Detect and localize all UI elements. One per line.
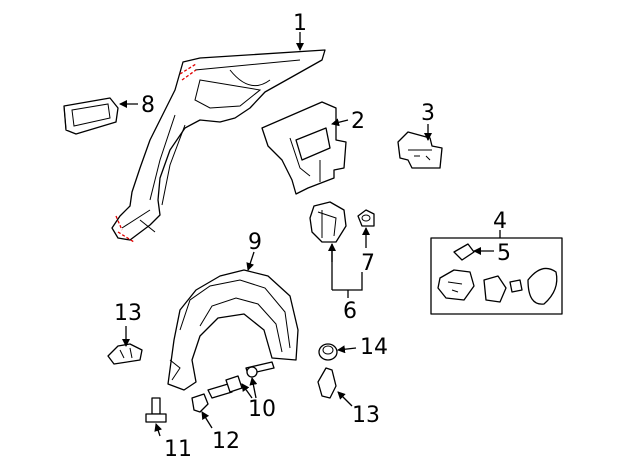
vent-panel	[63, 97, 119, 135]
fuel-door-housing	[309, 201, 347, 243]
callout-13-right: 13	[352, 403, 380, 428]
wheel-liner	[167, 269, 299, 391]
callout-14: 14	[360, 335, 388, 360]
clip-12	[191, 393, 209, 413]
callout-6: 6	[343, 299, 357, 324]
bolt-10	[207, 361, 275, 399]
grommet-part	[357, 209, 375, 227]
callout-7: 7	[361, 251, 375, 276]
callout-5: 5	[497, 241, 511, 266]
fuel-door-kit-box	[430, 237, 563, 315]
grommet-14	[318, 343, 338, 361]
callout-11: 11	[164, 437, 192, 462]
callout-4: 4	[493, 209, 507, 234]
callout-13-left: 13	[114, 301, 142, 326]
callout-12: 12	[212, 429, 240, 454]
clip-13-left	[107, 343, 143, 365]
callout-8: 8	[141, 93, 155, 118]
callout-10: 10	[248, 397, 276, 422]
mounting-bracket	[397, 131, 443, 169]
reinforcement-bracket	[261, 101, 347, 195]
callout-2: 2	[351, 109, 365, 134]
callout-9: 9	[248, 230, 262, 255]
clip-13-right	[317, 367, 337, 399]
callout-1: 1	[293, 11, 307, 36]
leader-lines	[119, 32, 501, 437]
cut-marks	[115, 63, 197, 243]
screw-11	[145, 397, 167, 423]
quarter-panel-inner	[111, 49, 326, 241]
callout-3: 3	[421, 101, 435, 126]
